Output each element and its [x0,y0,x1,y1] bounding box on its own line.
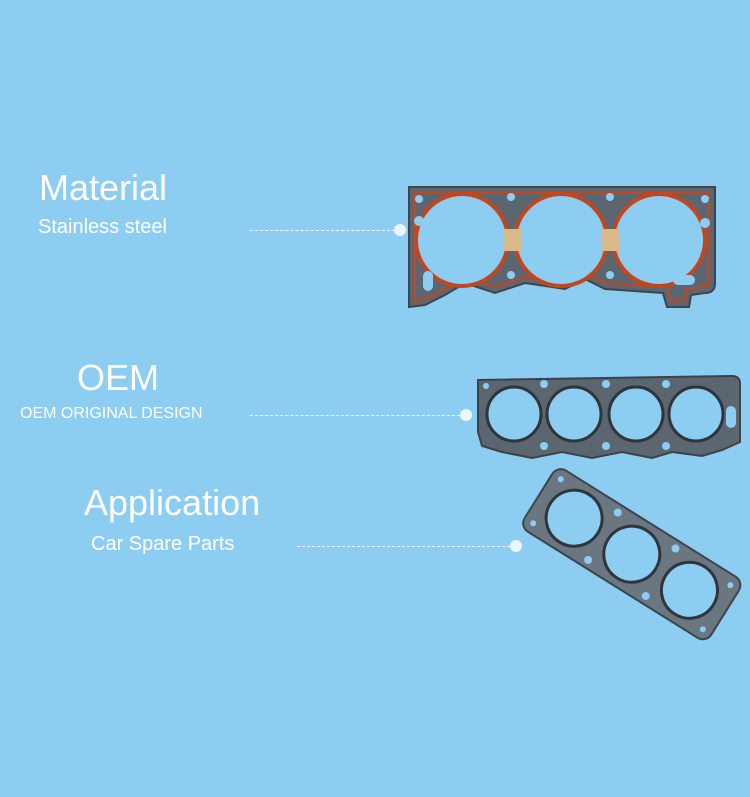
oem-connector-dot [460,409,472,421]
application-title: Application [84,482,261,523]
oem-title: OEM [77,357,160,398]
oem-dashed-line [250,415,460,416]
gasket-image-3cyl [408,186,716,309]
material-dashed-line [250,230,395,231]
application-connector-dot [510,540,522,552]
application-dashed-line [297,546,510,547]
oem-subtitle: OEM ORIGINAL DESIGN [20,405,203,422]
material-title: Material [39,167,168,208]
material-subtitle: Stainless steel [38,216,167,238]
application-subtitle: Car Spare Parts [91,533,235,555]
gasket-image-4cyl [477,374,741,460]
gasket-image-angled [522,468,742,641]
material-connector-dot [394,224,406,236]
